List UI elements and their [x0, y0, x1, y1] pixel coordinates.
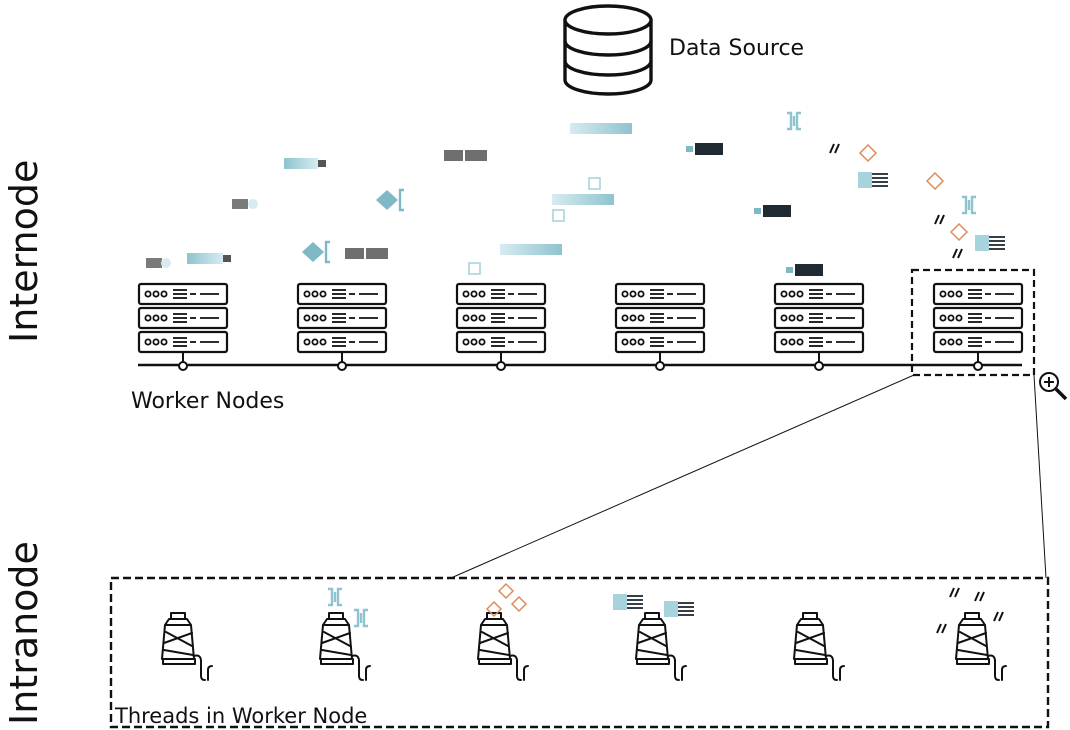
worker-node-3 [457, 284, 545, 370]
data-source-label: Data Source [669, 36, 805, 61]
zoom-in-icon[interactable] [1039, 372, 1068, 401]
worker-node-6 [934, 284, 1022, 370]
thread-1 [161, 612, 213, 681]
thread-2 [319, 612, 371, 681]
thread-3 [477, 612, 529, 681]
thread-data-icons [326, 582, 1004, 634]
thread-5 [793, 612, 845, 681]
worker-node-5 [775, 284, 863, 370]
zoom-selection-box [910, 268, 1036, 377]
worker-node-1 [139, 284, 227, 370]
worker-node-2 [298, 284, 386, 370]
thread-4 [635, 612, 687, 681]
database-icon [563, 4, 653, 96]
thread-6 [955, 612, 1007, 681]
worker-nodes-label: Worker Nodes [131, 389, 285, 414]
threads-label: Threads in Worker Node [115, 704, 368, 728]
zoom-connector-left [450, 374, 915, 579]
intranode-box [109, 576, 1050, 729]
worker-node-4 [616, 284, 704, 370]
data-packets [146, 111, 1006, 276]
zoom-connector-right [1033, 374, 1047, 579]
